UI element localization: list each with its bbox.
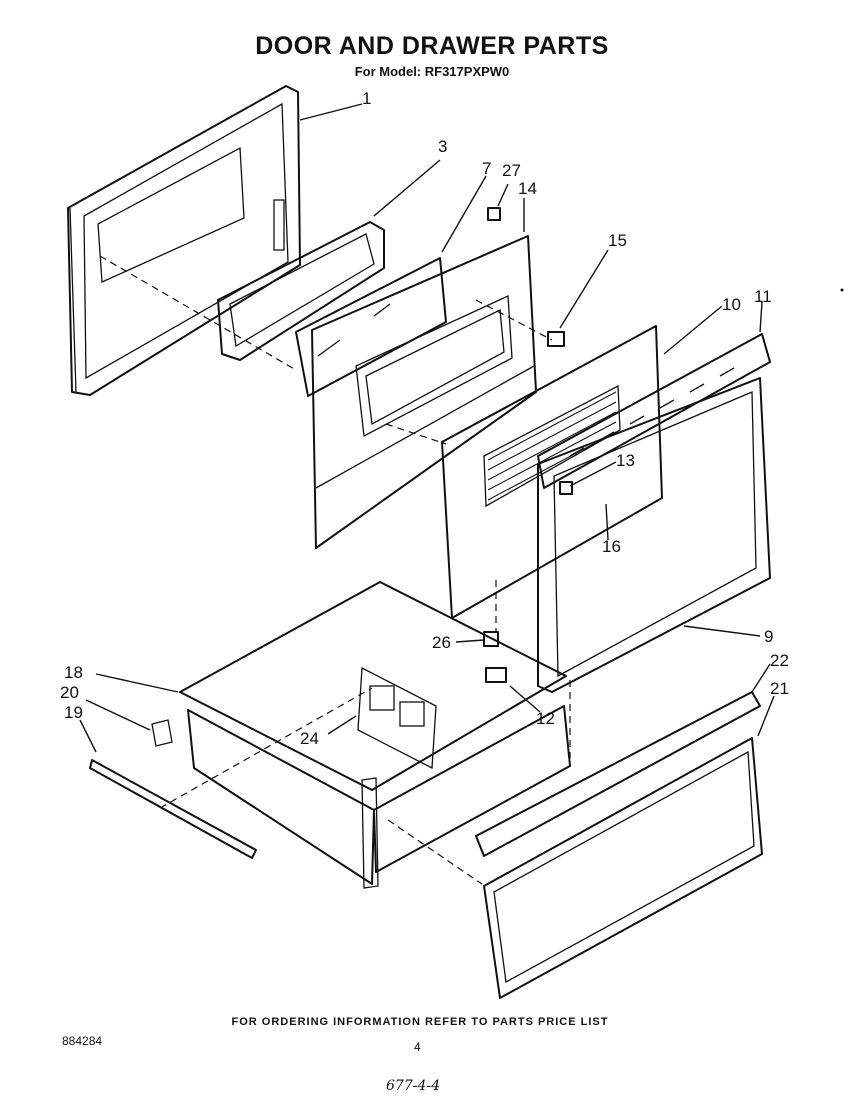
callout-10: 10: [722, 295, 741, 314]
bracket-part-15: [547, 331, 565, 347]
window-glass: [295, 257, 447, 397]
drawer-box: [151, 581, 571, 889]
callout-26: 26: [432, 633, 451, 652]
clip-part-13: [559, 481, 573, 495]
stray-dot: [840, 288, 844, 292]
callout-21: 21: [770, 679, 789, 698]
alignment-dashes: [99, 255, 571, 885]
callout-22: 22: [770, 651, 789, 670]
page-title: DOOR AND DRAWER PARTS: [255, 32, 609, 60]
door-trim-strip: [537, 333, 771, 489]
callout-9: 9: [764, 627, 773, 646]
clip-part-26: [483, 631, 499, 647]
inner-door-panel: [311, 235, 537, 549]
document-number: 884284: [62, 1034, 103, 1048]
callout-12: 12: [536, 709, 555, 728]
callout-3: 3: [438, 137, 447, 156]
callout-15: 15: [608, 231, 627, 250]
door-frame: [537, 377, 771, 693]
callout-labels: 1 3 7 27 14 15 10 11 13 16 9 26 12 22 21…: [60, 89, 789, 748]
door-gasket: [217, 221, 385, 361]
callout-27: 27: [502, 161, 521, 180]
vent-panel: [441, 325, 663, 619]
drawer-slide-rail: [89, 759, 257, 859]
callout-1: 1: [362, 89, 371, 108]
callout-19: 19: [64, 703, 83, 722]
outer-door-panel: [67, 85, 301, 396]
handwritten-note: 677-4-4: [386, 1078, 440, 1094]
callout-11: 11: [754, 287, 772, 306]
callout-14: 14: [518, 179, 537, 198]
page-number: 4: [414, 1040, 421, 1054]
model-subtitle: For Model: RF317PXPW0: [354, 64, 510, 79]
hinge-part-12: [485, 667, 507, 683]
callout-7: 7: [482, 159, 491, 178]
callout-leaders: [79, 103, 775, 753]
callout-16: 16: [602, 537, 621, 556]
drawer-trim-strip: [475, 691, 761, 857]
callout-20: 20: [60, 683, 79, 702]
drawer-front-panel: [483, 737, 763, 999]
callout-24: 24: [300, 729, 319, 748]
ordering-note: FOR ORDERING INFORMATION REFER TO PARTS …: [231, 1016, 609, 1028]
clip-part-27: [487, 207, 501, 221]
callout-18: 18: [64, 663, 83, 682]
callout-13: 13: [616, 451, 635, 470]
